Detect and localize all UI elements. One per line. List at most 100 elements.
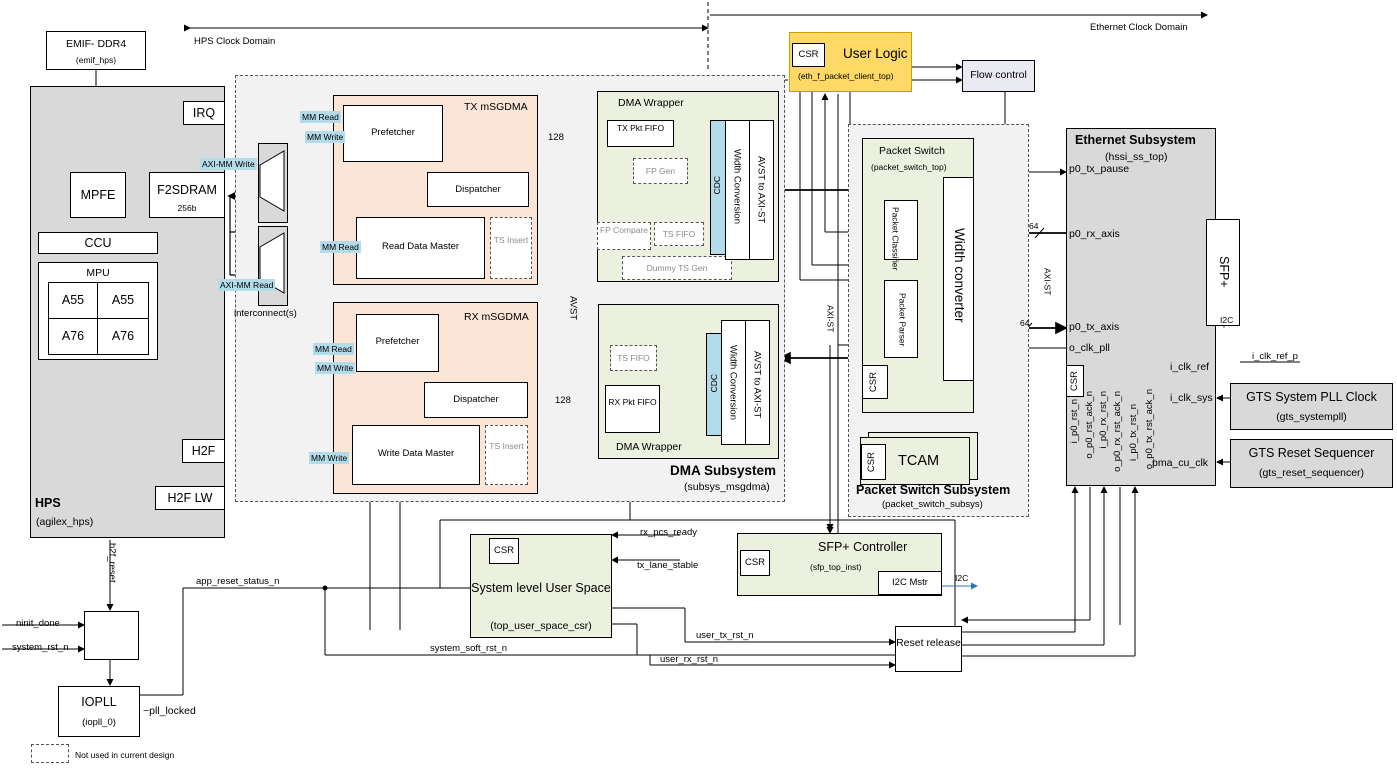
hps-clock-domain-label: HPS Clock Domain: [194, 36, 276, 47]
p0-tx-axis-port: p0_tx_axis: [1069, 321, 1120, 333]
sfp-controller-sub: (sfp_top_inst): [810, 562, 862, 572]
reset-port-2: i_p0_rx_rst_n: [1098, 391, 1109, 449]
ccu-label: CCU: [84, 236, 112, 250]
o-clk-pll-port: o_clk_pll: [1069, 342, 1110, 354]
rx-dispatcher: Dispatcher: [424, 382, 528, 418]
dma-wrapper-tx-title: DMA Wrapper: [618, 97, 684, 109]
wdm-label: Write Data Master: [377, 448, 455, 459]
core-label: A76: [111, 329, 135, 343]
packet-switch-subsystem-sub: (packet_switch_subsys): [882, 499, 983, 510]
tx-ts-fifo-label: TS FIFO: [662, 229, 696, 239]
tx-pkt-fifo-label: TX Pkt FIFO: [616, 123, 665, 133]
f2sdram-width: 256b: [177, 203, 197, 213]
reset-port-0: i_p0_rst_n: [1069, 399, 1080, 444]
gts-reset-block: GTS Reset Sequencer (gts_reset_sequencer…: [1230, 439, 1393, 488]
user-tx-rst-label: user_tx_rst_n: [696, 630, 754, 641]
core-a76-2: A76: [97, 318, 149, 355]
iopll-title: IOPLL: [81, 695, 117, 709]
legend-swatch: [31, 744, 69, 763]
packet-parser-label: Packet Parser: [897, 293, 908, 347]
packet-switch-csr: CSR: [862, 365, 888, 399]
tx-width-conv-label: Width Conversion: [731, 149, 743, 224]
pma-cu-clk-port: pma_cu_clk: [1152, 457, 1209, 469]
gts-pll-title: GTS System PLL Clock: [1246, 390, 1377, 404]
reset-port-5: o_p0_tx_rst_ack_n: [1144, 389, 1155, 470]
ethernet-sub: (hssi_ss_top): [1105, 151, 1168, 163]
tcam-csr: CSR: [861, 444, 886, 480]
dummy-ts-gen: Dummy TS Gen: [622, 256, 732, 280]
i2c-master-label: I2C Mstr: [892, 577, 928, 588]
packet-switch-csr-label: CSR: [868, 372, 879, 393]
reset-release-block: Reset release: [895, 626, 962, 672]
system-rst-n-label: system_rst_n: [12, 642, 69, 653]
write-data-master: Write Data Master: [352, 425, 480, 485]
ccu-block: CCU: [38, 232, 158, 254]
rx-width-conv-label: Width Conversion: [727, 345, 739, 420]
user-logic-block: CSR User Logic (eth_f_packet_client_top): [789, 32, 912, 92]
tx-prefetcher: Prefetcher: [343, 105, 443, 162]
tx-lane-stable-label: tx_lane_stable: [637, 560, 699, 571]
ethernet-csr-label: CSR: [1069, 371, 1080, 392]
rx-msgdma-title: RX mSGDMA: [464, 311, 529, 323]
ethernet-subsystem-block: Ethernet Subsystem (hssi_ss_top) p0_tx_p…: [1066, 128, 1216, 486]
sfp-controller-title: SFP+ Controller: [818, 540, 908, 554]
user-logic-csr: CSR: [792, 43, 825, 67]
system-soft-rst-label: system_soft_rst_n: [430, 643, 508, 654]
i-clk-sys-port: i_clk_sys: [1170, 392, 1213, 404]
core-label: A55: [61, 293, 85, 307]
h2f-lw-block: H2F LW: [155, 486, 225, 510]
tx-cdc-label: CDC: [712, 176, 722, 195]
sfp-block: SFP+ I2C: [1206, 219, 1240, 326]
bus-64-rx: 64: [1029, 221, 1039, 231]
rdm-label: Read Data Master: [381, 241, 460, 252]
rx-prefetcher-label: Prefetcher: [375, 336, 420, 347]
bus-64-tx: 64: [1020, 318, 1030, 328]
read-data-master: Read Data Master: [356, 217, 485, 279]
packet-parser: Packet Parser: [884, 280, 918, 358]
ninit-done-label: ninit_done: [16, 618, 60, 629]
tx-ts-fifo: TS FIFO: [654, 222, 704, 246]
rx-cdc-label: CDC: [709, 374, 719, 393]
packet-classifier-label: Packet Classifier: [890, 207, 901, 271]
p0-tx-pause-port: p0_tx_pause: [1069, 163, 1130, 175]
tx-mm-read-tag: MM Read: [300, 111, 341, 123]
tx-pkt-fifo: TX Pkt FIFO: [607, 120, 674, 147]
mpfe-label: MPFE: [80, 188, 116, 202]
tx-cdc: CDC: [710, 120, 726, 255]
gts-pll-sub: (gts_systempll): [1276, 411, 1347, 423]
tx-dispatcher: Dispatcher: [427, 172, 529, 207]
hps-title: HPS: [35, 496, 61, 510]
core-a55-2: A55: [97, 282, 149, 319]
user-logic-csr-label: CSR: [798, 49, 819, 60]
f2sdram-block: F2SDRAM 256b: [149, 172, 225, 218]
user-space-title: System level User Space: [471, 581, 611, 595]
mux-shapes: [259, 150, 285, 294]
dummy-ts-gen-label: Dummy TS Gen: [646, 263, 708, 273]
h2f-label: H2F: [191, 444, 216, 458]
axist-label-switch: AXI-ST: [1042, 268, 1053, 296]
ethernet-clock-domain-label: Ethernet Clock Domain: [1090, 22, 1188, 33]
switch-width-converter-label: Width converter: [951, 228, 967, 323]
core-a76-1: A76: [48, 318, 98, 355]
emif-ddr4-block: EMIF- DDR4 (emif_hps): [46, 31, 146, 70]
reset-port-3: o_p0_rx_rst_ack_n: [1112, 391, 1123, 472]
switch-width-converter: Width converter: [943, 177, 974, 381]
packet-switch-subsystem-title: Packet Switch Subsystem: [856, 483, 1011, 497]
i-clk-ref-port: i_clk_ref: [1170, 361, 1210, 373]
flow-control-label: Flow control: [970, 69, 1027, 81]
tcam-csr-label: CSR: [866, 452, 877, 473]
reset-port-1: o_p0_rst_ack_n: [1084, 391, 1095, 459]
h2f-reset-label: h2f_reset: [106, 543, 118, 583]
core-a55-1: A55: [48, 282, 98, 319]
sfp-controller-csr: CSR: [740, 550, 770, 576]
ethernet-csr: CSR: [1066, 365, 1084, 397]
sfp-i2c-label: I2C: [1220, 315, 1234, 325]
rx-ts-insert-label: TS Insert: [489, 441, 524, 451]
emif-title: EMIF- DDR4: [65, 38, 127, 50]
reset-logic-block: [84, 611, 139, 660]
fp-compare-label: FP Compare: [599, 225, 649, 235]
reset-port-4: i_p0_tx_rst_n: [1128, 404, 1139, 462]
rx-pkt-fifo: RX Pkt FIFO: [605, 385, 660, 433]
packet-switch-sub: (packet_switch_top): [871, 162, 947, 172]
